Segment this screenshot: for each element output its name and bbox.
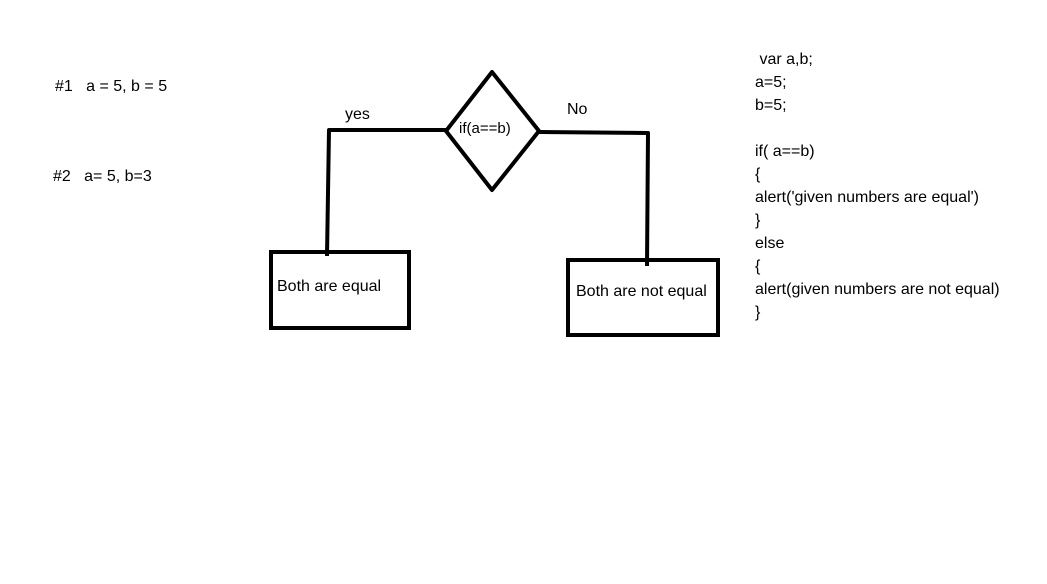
no-result-text: Both are not equal: [576, 283, 707, 300]
code-line: if( a==b): [755, 143, 815, 160]
no-connector: [538, 130, 650, 267]
decision-label: if(a==b): [459, 120, 511, 137]
code-line: }: [755, 212, 761, 229]
code-line: }: [755, 304, 761, 321]
yes-result-box: [269, 250, 411, 330]
code-line: a=5;: [755, 74, 787, 91]
no-result-box: [566, 258, 720, 337]
test-case-2: #2 a= 5, b=3: [53, 168, 152, 185]
yes-connector: [325, 128, 446, 257]
no-label: No: [567, 101, 588, 118]
code-line: {: [755, 258, 761, 275]
code-line: b=5;: [755, 97, 787, 114]
code-line: alert('given numbers are equal'): [755, 189, 979, 206]
code-line: {: [755, 166, 761, 183]
test-case-1: #1 a = 5, b = 5: [55, 78, 168, 95]
code-line: else: [755, 235, 785, 252]
yes-label: yes: [345, 106, 370, 123]
code-line: alert(given numbers are not equal): [755, 281, 1000, 298]
code-line: var a,b;: [755, 51, 813, 68]
decision-diamond: [444, 70, 541, 192]
code-line: [755, 117, 1025, 140]
yes-result-text: Both are equal: [277, 278, 381, 295]
code-block: var a,b; a=5; b=5; if( a==b) { alert('gi…: [755, 48, 1025, 324]
